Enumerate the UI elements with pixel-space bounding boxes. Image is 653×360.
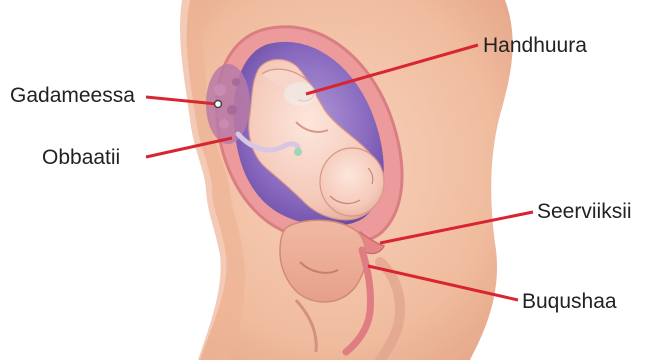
label-umbilical-cord: Obbaatii (42, 146, 120, 170)
label-amniotic-fluid: Handhuura (483, 34, 587, 58)
label-placenta: Gadameessa (10, 84, 135, 108)
pointer-dot-placenta (215, 101, 222, 108)
label-cervix: Seerviiksii (537, 200, 632, 224)
label-vagina: Buqushaa (522, 290, 617, 314)
